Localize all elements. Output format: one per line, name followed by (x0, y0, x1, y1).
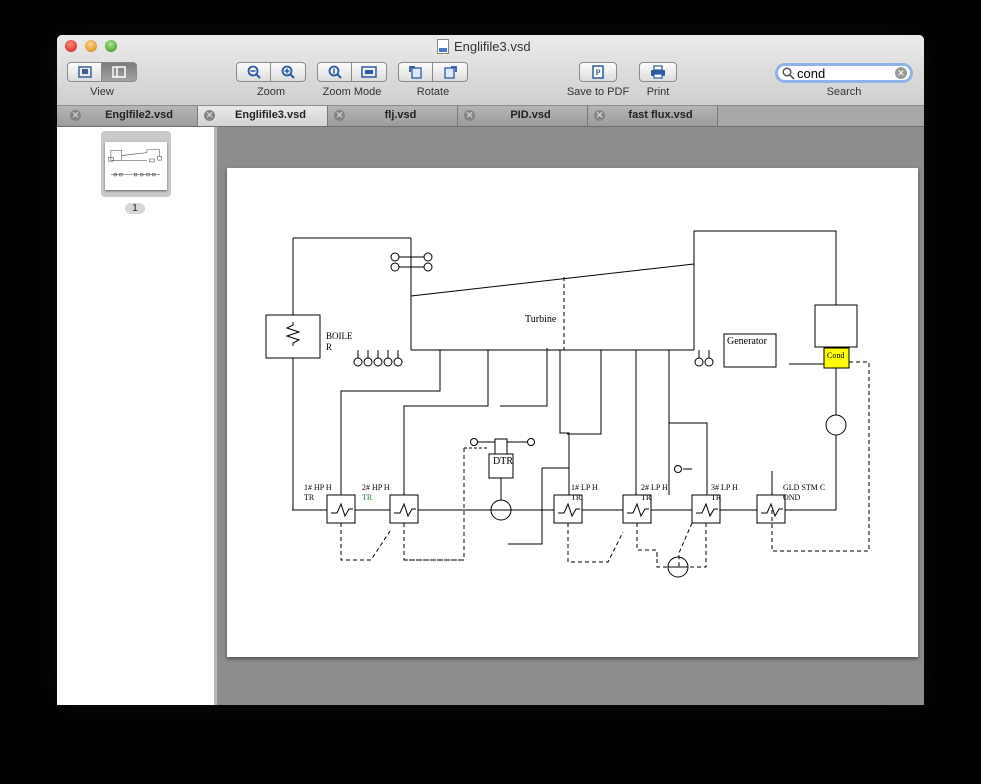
zoom-in-button[interactable] (271, 62, 306, 82)
tab-englfile2[interactable]: ✕ Englfile2.vsd (57, 106, 198, 126)
page-thumbnail-selected[interactable] (101, 131, 171, 197)
tab-label: flj.vsd (384, 109, 417, 121)
svg-text:P: P (596, 68, 601, 77)
thumbnails-view-button[interactable] (102, 62, 137, 82)
page-number-badge: 1 (125, 203, 145, 214)
document-page: BOILE R Turbine Generator Cond DTR 1# HP… (227, 168, 918, 657)
minimize-window-button[interactable] (85, 40, 97, 52)
gld-label-line1: GLD STM C (783, 483, 825, 492)
zoom-to-fit-button[interactable] (352, 62, 387, 82)
view-label: View (90, 86, 114, 98)
thumbnail-diagram (108, 149, 162, 177)
rotate-right-button[interactable] (433, 62, 468, 82)
tab-pid[interactable]: ✕ PID.vsd (458, 106, 588, 126)
print-button[interactable] (639, 62, 677, 82)
thumbnail-sidebar: 1 (57, 127, 214, 705)
search-input[interactable] (797, 65, 887, 81)
zoom-window-button[interactable] (105, 40, 117, 52)
title-bar: Englifile3.vsd View Zoom (57, 35, 924, 106)
tab-fast-flux[interactable]: ✕ fast flux.vsd (588, 106, 718, 126)
sidebar-icon (112, 66, 126, 78)
cond-label: Cond (827, 351, 844, 360)
tab-label: PID.vsd (510, 109, 551, 121)
tab-label: fast flux.vsd (628, 109, 693, 121)
clear-search-icon[interactable]: ✕ (895, 67, 907, 79)
print-label: Print (646, 86, 670, 98)
zoom-out-button[interactable] (236, 62, 271, 82)
tab-englifile3[interactable]: ✕ Englifile3.vsd (198, 106, 328, 126)
actual-size-button[interactable] (317, 62, 352, 82)
save-to-pdf-button[interactable]: P (579, 62, 617, 82)
window-title-text: Englifile3.vsd (454, 38, 531, 54)
rotate-label: Rotate (416, 86, 450, 98)
lp1-label-line2: TR (571, 493, 582, 502)
lp3-label-line1: 3# LP H (711, 483, 738, 492)
page-thumbnail[interactable] (105, 142, 167, 190)
content-only-icon (77, 66, 92, 78)
tab-close-icon[interactable]: ✕ (594, 110, 605, 121)
hp1-label-line1: 1# HP H (304, 483, 332, 492)
window-title: Englifile3.vsd (437, 38, 531, 54)
save-to-pdf-label: Save to PDF (566, 86, 630, 98)
save-pdf-control: P (579, 62, 617, 84)
rotate-left-button[interactable] (398, 62, 433, 82)
tab-close-icon[interactable]: ✕ (204, 110, 215, 121)
print-control (639, 62, 677, 84)
printer-icon (651, 65, 665, 79)
process-diagram: BOILE R Turbine Generator Cond DTR 1# HP… (265, 230, 870, 578)
single-page-view-button[interactable] (67, 62, 102, 82)
generator-label: Generator (727, 336, 768, 347)
tab-label: Englifile3.vsd (235, 109, 306, 121)
tab-flj[interactable]: ✕ flj.vsd (328, 106, 458, 126)
rotate-right-icon (444, 66, 457, 79)
document-viewer: BOILE R Turbine Generator Cond DTR 1# HP… (217, 127, 924, 705)
pdf-icon: P (592, 65, 604, 79)
hp1-label-line2: TR (304, 493, 315, 502)
preview-window: Englifile3.vsd View Zoom (57, 35, 924, 705)
sidebar-divider[interactable] (214, 127, 217, 705)
tab-label: Englfile2.vsd (105, 109, 173, 121)
search-field[interactable]: ✕ (775, 63, 913, 83)
rotate-segmented-control (398, 62, 468, 84)
view-segmented-control (67, 62, 137, 84)
hp2-label-line1: 2# HP H (362, 483, 390, 492)
document-icon (437, 38, 449, 54)
search-label: Search (826, 86, 862, 98)
search-icon (782, 66, 795, 80)
lp3-label-line2: TR (711, 493, 722, 502)
tab-close-icon[interactable]: ✕ (334, 110, 345, 121)
zoom-segmented-control (236, 62, 306, 84)
turbine-label: Turbine (525, 314, 557, 325)
hp2-label-line2: TR (362, 493, 373, 502)
zoom-mode-label: Zoom Mode (322, 86, 382, 98)
zoom-out-icon (247, 65, 261, 79)
dtr-label: DTR (493, 456, 513, 467)
zoom-mode-segmented-control (317, 62, 387, 84)
zoom-label: Zoom (256, 86, 286, 98)
zoom-to-fit-icon (361, 66, 377, 78)
gld-label-line2: OND (783, 493, 801, 502)
zoom-in-icon (281, 65, 295, 79)
tab-bar: ✕ Englfile2.vsd ✕ Englifile3.vsd ✕ flj.v… (57, 106, 924, 127)
lp2-label-line2: TR (641, 493, 652, 502)
lp2-label-line1: 2# LP H (641, 483, 668, 492)
actual-size-icon (328, 65, 342, 79)
tab-close-icon[interactable]: ✕ (70, 110, 81, 121)
boiler-label-line2: R (326, 342, 332, 352)
tab-close-icon[interactable]: ✕ (464, 110, 475, 121)
lp1-label-line1: 1# LP H (571, 483, 598, 492)
rotate-left-icon (408, 66, 422, 79)
boiler-label-line1: BOILE (326, 331, 353, 341)
close-window-button[interactable] (65, 40, 77, 52)
